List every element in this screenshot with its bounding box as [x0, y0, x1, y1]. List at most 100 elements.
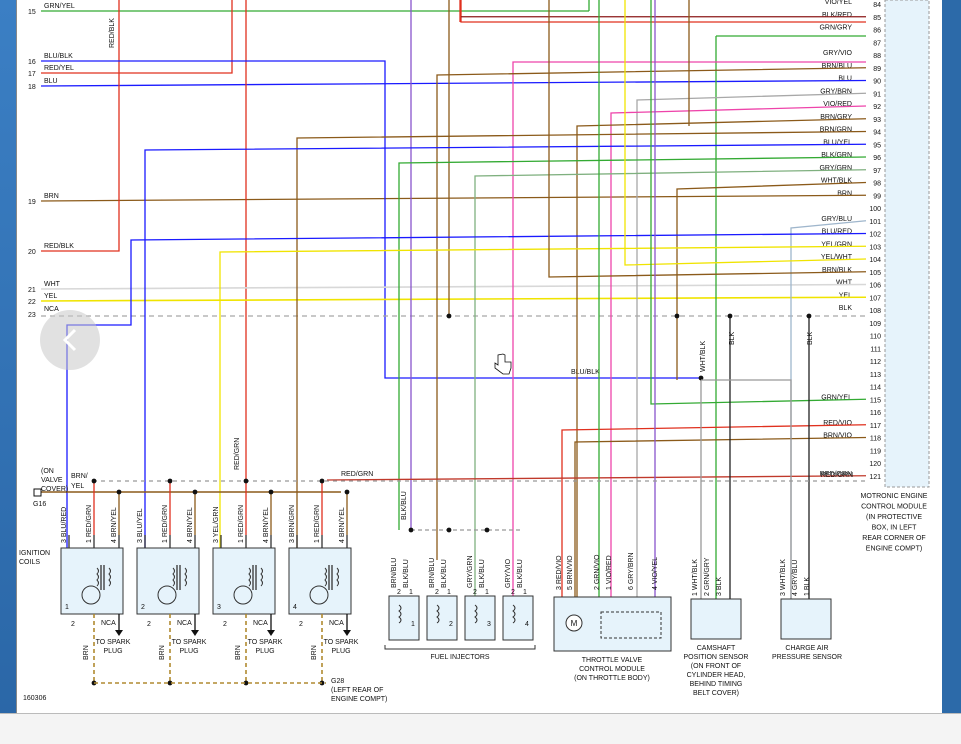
splice-dot: [484, 527, 490, 533]
spark-label: TO SPARK: [96, 639, 131, 646]
throttle-pin-label: 1 VIO/RED: [606, 555, 613, 590]
ignition-coil-box: [60, 547, 124, 615]
camshaft-title: POSITION SENSOR: [684, 654, 749, 661]
previous-page-button[interactable]: [40, 310, 100, 370]
brn-vio-wire: [574, 436, 867, 600]
ecm-pin-number: 91: [873, 91, 881, 98]
ecm-pin-wire-label: BLK/RED: [822, 12, 852, 19]
gry-brn-wire: [636, 92, 867, 600]
coil-pin-label: 4 BRN/YEL: [111, 507, 118, 543]
injector-pin: 2: [435, 589, 439, 596]
ecm-pin-number: 109: [869, 321, 881, 328]
injector-pin: 2: [473, 589, 477, 596]
coil-pin-label: 3 BLU/YEL: [137, 508, 144, 543]
left-pin-number: 18: [28, 84, 36, 91]
ecm-pin-number: 119: [870, 448, 881, 455]
red-grn-top-label: RED/GRN: [341, 471, 373, 478]
ecm-pin-number: 120: [869, 461, 881, 468]
splice-dot: [446, 527, 452, 533]
figure-id: 160306: [23, 695, 46, 702]
red-blk-wire: [41, 0, 120, 252]
splice-dot: [91, 478, 97, 484]
ecm-pin-number: 113: [870, 372, 881, 379]
injector-pin: 1: [523, 589, 527, 596]
coil-winding: [184, 567, 187, 587]
ecm-pin-number: 89: [873, 66, 881, 73]
throttle-title: CONTROL MODULE: [579, 666, 645, 673]
ecm-pin-number: 106: [869, 283, 881, 290]
blu-wire: [40, 79, 867, 87]
coil-transistor: [233, 585, 253, 605]
ecm-pin-number: 93: [873, 117, 881, 124]
red-blk-label: RED/BLK: [109, 18, 116, 48]
blk-vertical-label: BLK: [729, 331, 736, 345]
ecm-pin-number: 108: [869, 308, 881, 315]
coil-pin-label: 1 RED/GRN: [86, 505, 93, 543]
splice-dot: [167, 680, 173, 686]
spark-label: PLUG: [103, 648, 122, 655]
injector-wire-label: BRN/BLU: [429, 558, 436, 588]
coil-pin-label: 4 BRN/YEL: [263, 507, 270, 543]
hand-cursor-icon: [494, 353, 512, 375]
ecm-pin-number: 102: [869, 232, 881, 239]
charge-air-pin-label: 4 GRY/BLU: [792, 560, 799, 596]
scrollbar-track[interactable]: [942, 0, 961, 713]
injector-pin: 1: [409, 589, 413, 596]
splice-dot: [243, 680, 249, 686]
ecm-pin-number: 114: [870, 385, 881, 392]
g28-label: G28: [331, 678, 344, 685]
ecm-pin-number: 110: [870, 334, 881, 341]
wiring-diagram: 84VIO/YEL85BLK/RED86GRN/GRY8788GRY/VIO89…: [19, 0, 930, 703]
spark-arrow-head: [267, 630, 275, 636]
coil-pin-label: 4 BRN/YEL: [339, 507, 346, 543]
ecm-pin-number: 96: [873, 155, 881, 162]
coil-winding: [172, 567, 175, 587]
coil-pin-label: 4 BRN/YEL: [187, 507, 194, 543]
injector-wire-label: BLK/BLU: [403, 559, 410, 588]
ecm-pin-number: 103: [869, 244, 881, 251]
throttle-pin-label: 5 BRN/VIO: [567, 555, 574, 590]
injector-pin: 1: [485, 589, 489, 596]
ecm-pin-number: 90: [873, 79, 881, 86]
left-pin-wire-label: RED/YEL: [44, 65, 74, 72]
injector-winding: [474, 604, 478, 624]
blk-grn-wire: [398, 156, 867, 530]
ignition-coil-box: [212, 547, 276, 615]
blk-blu-label: BLK/BLU: [401, 491, 408, 520]
camshaft-title: BELT COVER): [693, 690, 739, 697]
wht-blk-charge-wire: [701, 379, 792, 600]
g16-label: G16: [33, 501, 46, 508]
splice-dot: [344, 489, 350, 495]
injector-wire-label: BLK/BLU: [479, 559, 486, 588]
ignition-coil-box: [288, 547, 352, 615]
brn-yel-label: BRN/: [71, 473, 88, 480]
ecm-pin-wire-label: GRY/VIO: [823, 50, 853, 57]
wht-wire: [40, 283, 867, 290]
splice-dot: [192, 489, 198, 495]
blk-vertical-label: BLK: [807, 331, 814, 345]
brn-yel-label: YEL: [71, 483, 84, 490]
ecm-label: BOX, IN LEFT: [872, 525, 917, 532]
valve-cover-label: (ON: [41, 468, 54, 475]
ecm-pin-wire-label: YEL/GRN: [821, 241, 852, 248]
ecm-label: ENGINE COMPT): [866, 546, 922, 553]
ecm-pin-wire-label: BLK: [839, 305, 853, 312]
splice-dot: [167, 478, 173, 484]
brn-blk-wire: [548, 0, 867, 278]
fuel-injector: [464, 595, 496, 641]
ecm-pin-wire-label: WHT: [836, 280, 853, 287]
ecm-pin-number: 100: [869, 206, 881, 213]
blk-red-wire: [460, 0, 866, 23]
wht-blk-vertical-label: WHT/BLK: [700, 341, 707, 372]
coil-winding: [260, 567, 263, 587]
fuel-injector: [426, 595, 458, 641]
yel-wht-wire: [624, 0, 867, 266]
left-pin-wire-label: BRN: [44, 193, 59, 200]
ground-symbol: [33, 488, 42, 497]
coil-transistor: [157, 585, 177, 605]
coil-pin-label: 3 YEL/GRN: [213, 507, 220, 543]
ecm-pin-number: 107: [869, 295, 881, 302]
coil-number: 1: [65, 604, 69, 611]
coil-nca-label: NCA: [177, 620, 192, 627]
